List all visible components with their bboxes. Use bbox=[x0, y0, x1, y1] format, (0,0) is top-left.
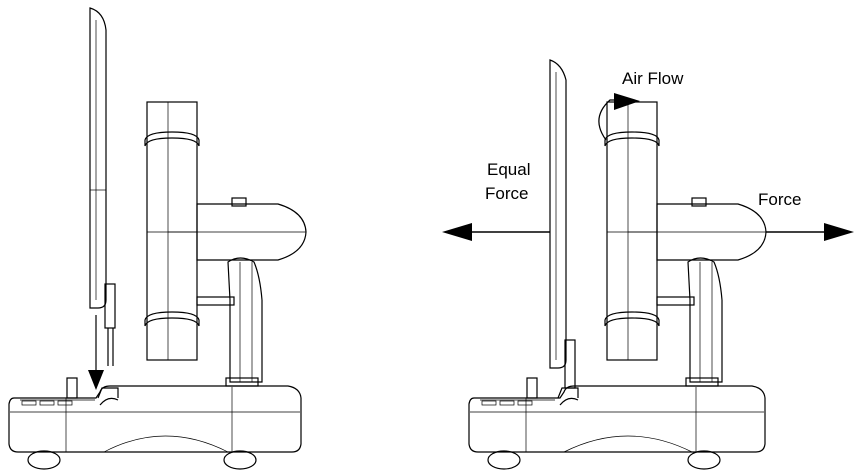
equal-force-arrow bbox=[442, 223, 550, 241]
left-cart-wheel-front bbox=[223, 450, 257, 470]
force-arrow bbox=[766, 223, 854, 241]
right-fan-housing bbox=[604, 101, 695, 361]
force-label: Force bbox=[758, 190, 801, 209]
equal-force-label-line2: Force bbox=[485, 184, 528, 203]
left-cart-wheel-rear bbox=[27, 450, 61, 470]
air-flow-arrow bbox=[598, 93, 640, 141]
left-assembly bbox=[8, 7, 307, 470]
left-fan-housing bbox=[144, 101, 235, 361]
right-cart-base bbox=[468, 377, 766, 470]
right-cart-wheel-rear bbox=[487, 450, 521, 470]
right-motor-post bbox=[628, 197, 767, 387]
left-sail bbox=[89, 7, 116, 366]
right-assembly bbox=[442, 59, 854, 470]
left-cart-base bbox=[8, 377, 302, 470]
right-sail bbox=[549, 59, 576, 389]
right-cart-wheel-front bbox=[687, 450, 721, 470]
left-motor-post bbox=[168, 197, 307, 387]
equal-force-label-line1: Equal bbox=[487, 160, 530, 179]
air-flow-label: Air Flow bbox=[622, 69, 684, 88]
left-insert-arrow bbox=[88, 315, 104, 390]
